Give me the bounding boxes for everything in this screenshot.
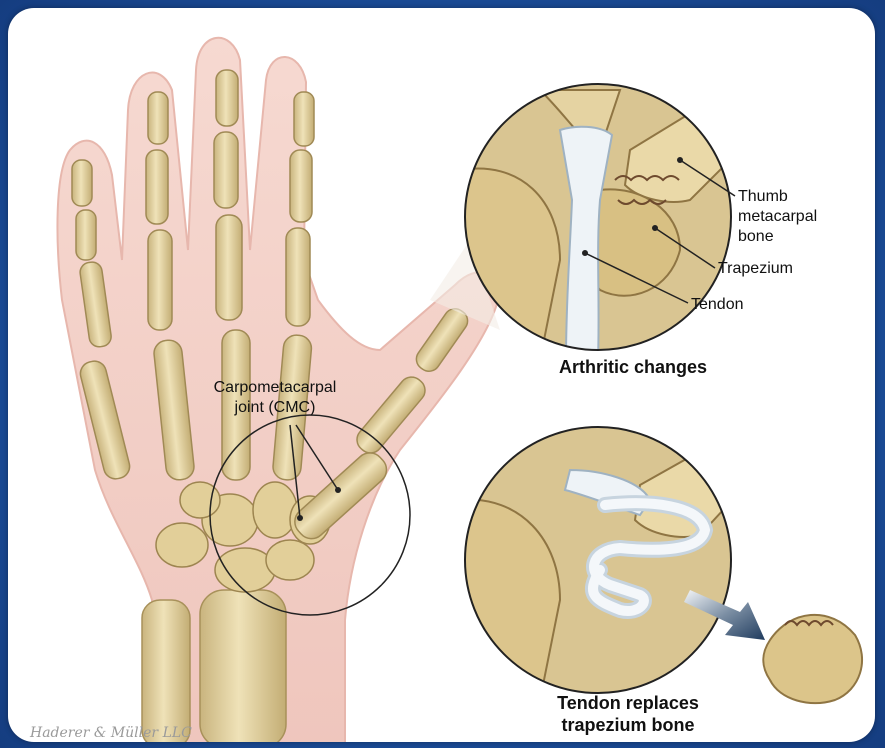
thumb-label-line2: metacarpal [738,208,817,225]
trapezium-label: Trapezium [718,260,793,277]
cmc-label-line2: joint (CMC) [234,399,316,416]
radius-bone [200,590,286,742]
tendon-label: Tendon [691,296,744,313]
cmc-arthroplasty-illustration: Carpometacarpal joint (CMC) [8,8,875,742]
illustration-panel: Carpometacarpal joint (CMC) [8,8,875,742]
tendon-replacement-inset: Tendon replaces trapezium bone [460,420,862,735]
hand-illustration: Carpometacarpal joint (CMC) [57,38,500,742]
thumb-label-line3: bone [738,228,774,245]
caption-tendon-replaces-line1: Tendon replaces [557,693,699,713]
arthritic-changes-inset: Thumb metacarpal bone Trapezium Tendon A… [460,80,817,377]
ulna-bone [142,600,190,742]
caption-tendon-replaces-line2: trapezium bone [561,715,694,735]
caption-arthritic-changes: Arthritic changes [559,357,707,377]
removed-trapezium-bone [763,615,862,703]
credit-text: Haderer & Müller LLC [29,725,192,741]
thumb-label-line1: Thumb [738,188,788,205]
cmc-label-line1: Carpometacarpal [214,379,337,396]
